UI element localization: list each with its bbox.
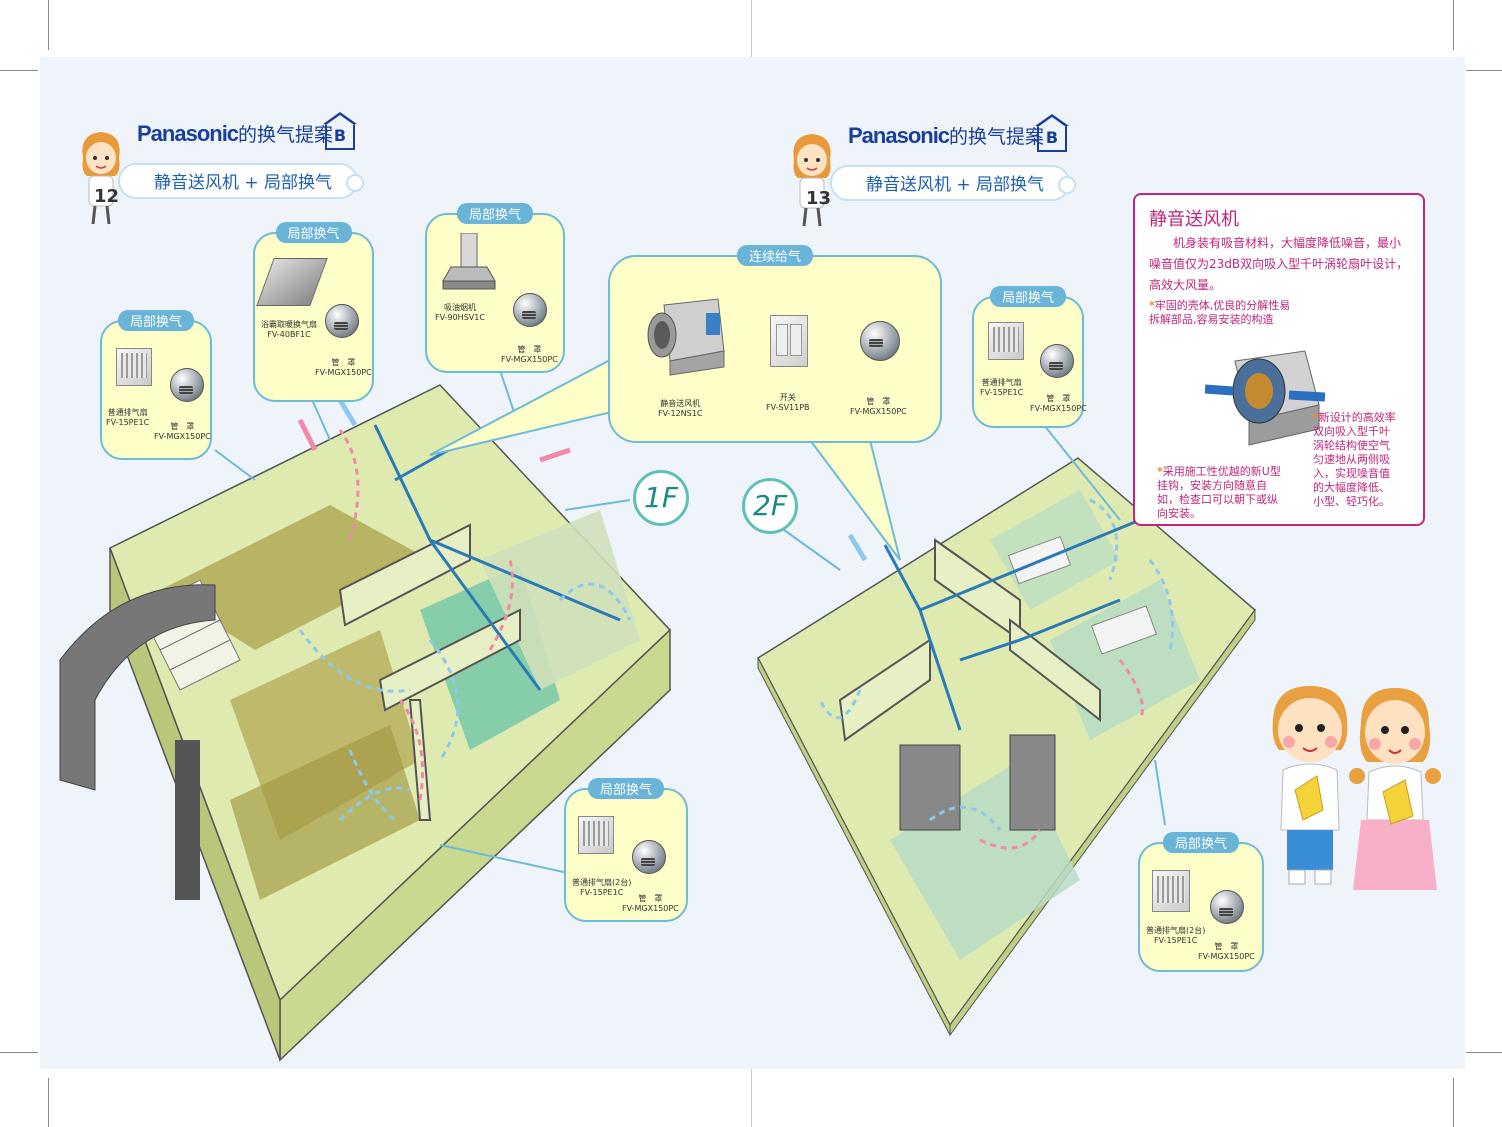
duct-hood-icon: [170, 368, 204, 402]
bath-heater-fan-icon: [256, 258, 328, 306]
floor-label-2f: 2F: [742, 478, 798, 534]
brand-title: Panasonic的换气提案: [848, 122, 1044, 149]
brand-name: Panasonic: [137, 121, 239, 146]
brand-name: Panasonic: [848, 123, 950, 148]
asterisk-icon: *: [1313, 411, 1319, 424]
duct-hood-icon: [325, 304, 359, 338]
asterisk-icon: *: [1157, 465, 1163, 478]
floor-label-1f: 1F: [633, 470, 689, 526]
info-note: *新设计的高效率双向吸入型千叶涡轮结构使空气匀速地从两侧吸入，实现噪音值的大幅度…: [1313, 411, 1399, 509]
range-hood-icon: [442, 233, 496, 290]
duct-hood-icon: [860, 321, 900, 361]
header-title: 的换气提案: [949, 127, 1045, 148]
switch-icon: [770, 315, 808, 367]
subtitle-bar: 静音送风机 + 局部换气: [118, 163, 364, 199]
asterisk-icon: *: [1149, 299, 1155, 312]
info-note-text: 采用施工性优越的新U型挂钩，安装方向随意自如，检查口可以朝下或纵向安装。: [1157, 465, 1281, 520]
exhaust-fan-icon: [578, 816, 614, 854]
callout-title: 局部换气: [1162, 832, 1240, 853]
fan-cutaway-icon: [1205, 350, 1325, 446]
info-note: *采用施工性优越的新U型挂钩，安装方向随意自如，检查口可以朝下或纵向安装。: [1157, 465, 1285, 521]
badge-letter: B: [333, 126, 347, 145]
brand-title: Panasonic的换气提案: [137, 120, 333, 147]
page-number: 13: [806, 188, 832, 209]
girl-mascot-icon: [793, 134, 831, 227]
callout-title: 局部换气: [275, 222, 352, 243]
floor1-house: [59, 384, 672, 1062]
info-body: 机身装有吸音材料，大幅度降低噪音，最小噪音值仅为23dB双向吸入型千叶涡轮扇叶设…: [1149, 236, 1409, 292]
duct-hood-icon: [1040, 344, 1074, 378]
duct-hood-icon: [513, 293, 547, 327]
exhaust-fan-icon: [1152, 870, 1190, 912]
info-note-text: 牢固的壳体,优良的分解性易拆解部品,容易安装的构造: [1149, 299, 1291, 326]
callout-title: 局部换气: [989, 286, 1067, 307]
house-badge-icon: B: [1035, 114, 1069, 152]
info-title: 静音送风机: [1149, 209, 1239, 230]
info-note-text: 新设计的高效率双向吸入型千叶涡轮结构使空气匀速地从两侧吸入，实现噪音值的大幅度降…: [1313, 411, 1396, 508]
kids-mascot-icon: [1272, 686, 1441, 890]
house-badge-icon: B: [323, 112, 357, 150]
product-label: 普通排气扇(2台)FV-15PE1C: [572, 878, 632, 897]
badge-letter: B: [1045, 128, 1059, 147]
duct-hood-icon: [1210, 890, 1244, 924]
info-note: *牢固的壳体,优良的分解性易拆解部品,容易安装的构造: [1149, 299, 1299, 327]
page-number: 12: [94, 186, 120, 207]
exhaust-fan-icon: [116, 348, 152, 386]
silent-supply-fan-icon: [647, 298, 725, 376]
subtitle-bar: 静音送风机 + 局部换气: [830, 165, 1076, 201]
callout-title: 局部换气: [456, 203, 534, 224]
silent-fan-info-box: 静音送风机 机身装有吸音材料，大幅度降低噪音，最小噪音值仅为23dB双向吸入型千…: [1133, 193, 1425, 526]
duct-hood-icon: [632, 840, 666, 874]
callout-title: 局部换气: [117, 310, 195, 331]
callout-title: 局部换气: [587, 778, 665, 799]
exhaust-fan-icon: [988, 322, 1024, 360]
product-label: 普通排气扇(2台)FV-15PE1C: [1146, 926, 1206, 945]
floor2-house: [757, 457, 1257, 1037]
header-title: 的换气提案: [238, 125, 334, 146]
girl-mascot-icon: [82, 132, 120, 225]
callout-title: 连续给气: [736, 245, 814, 266]
